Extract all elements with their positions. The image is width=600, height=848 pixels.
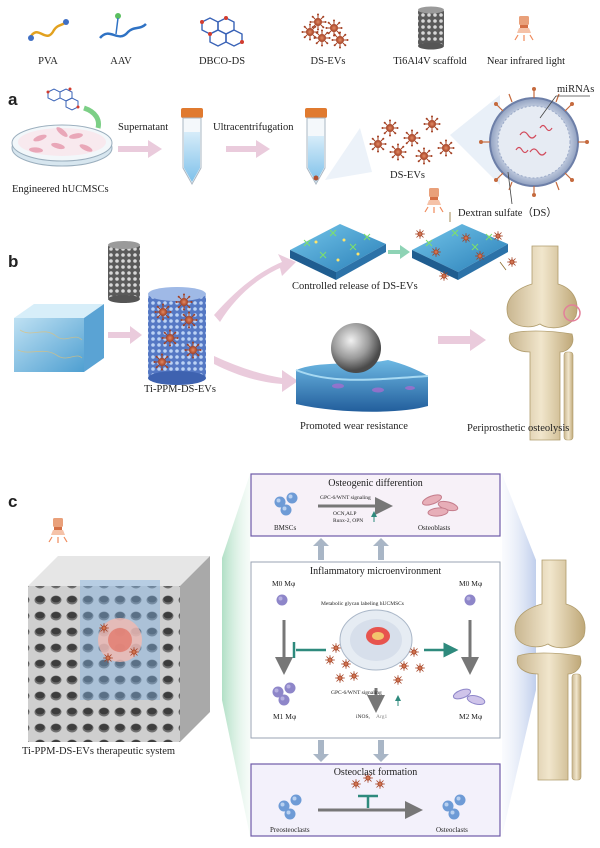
- legend-label-nir: Near infrared light: [486, 56, 566, 67]
- osteogenic-markers-1: OCN,ALP: [333, 511, 357, 517]
- nir-lamp-c: [48, 517, 68, 544]
- knee-joint-c: [514, 559, 586, 781]
- release-arrow: [388, 245, 410, 259]
- uptake-arrow: [83, 105, 101, 129]
- preosteoclasts-label: Preosteoclasts: [270, 826, 310, 834]
- zoom-cone-1: [325, 128, 372, 180]
- inflammatory-pathway: GPC-6/WNT signaling: [331, 690, 382, 696]
- flow-arrow-b2: [438, 329, 486, 351]
- inos-label: iNOS,: [356, 714, 370, 720]
- supernatant-label: Supernatant: [118, 122, 169, 133]
- knee-label: Periprosthetic osteolysis: [467, 423, 570, 434]
- osteoclasts-label: Osteoclasts: [436, 826, 468, 834]
- aav-icon: [99, 13, 147, 39]
- osteogenic-pathway: GPC-6/WNT signaling: [320, 495, 371, 501]
- zoom-fan-left: [222, 474, 250, 836]
- wear-label: Promoted wear resistance: [300, 421, 408, 432]
- ultracentrifuge-tube: [305, 108, 327, 186]
- ds-evs-icon: [301, 13, 349, 49]
- m2-label: M2 Mφ: [459, 712, 483, 721]
- panel-a-letter: a: [8, 90, 18, 109]
- m1-label: M1 Mφ: [273, 712, 297, 721]
- pva-icon: [28, 19, 69, 41]
- ds-evs-cluster: [369, 115, 455, 165]
- knee-joint-b: [506, 245, 581, 441]
- m0-left-label: M0 Mφ: [272, 579, 296, 588]
- legend-label-aav: AAV: [110, 56, 132, 67]
- osteogenic-box: [250, 473, 501, 537]
- legend-label-ds-evs: DS-EVs: [310, 56, 346, 67]
- flow-arrow-b-down: [214, 356, 298, 392]
- m2-cells: [452, 688, 486, 706]
- supernatant-tube: [181, 108, 203, 186]
- scaffold-label: Ti-PPM-DS-EVs: [144, 384, 216, 395]
- mirna-label: miRNAs: [557, 84, 595, 95]
- dbco-molecules: [46, 87, 80, 111]
- system-label: Ti-PPM-DS-EVs therapeutic system: [22, 746, 176, 757]
- petri-dish: [11, 124, 113, 167]
- panel-b-letter: b: [8, 252, 19, 271]
- center-cell-label: Metabolic glycan labeling hUCMSCs: [321, 601, 404, 607]
- legend-label-pva: PVA: [38, 56, 58, 67]
- osteogenic-markers-2: Runx-2, OPN: [333, 518, 364, 524]
- nir-lamp-b: [424, 187, 444, 214]
- connector-arrows-bottom: [313, 740, 389, 762]
- m0-right-cell: [464, 594, 476, 606]
- panel-c-letter: c: [8, 492, 18, 511]
- center-cell: [339, 609, 413, 671]
- wear-resistance-block: [295, 323, 429, 412]
- ds-evs-label: DS-EVs: [390, 170, 426, 181]
- osteoblast-cells: [422, 494, 459, 517]
- ev-zoom: [479, 87, 590, 205]
- zoom-cone-2: [450, 95, 500, 185]
- release-tile-1: [290, 224, 386, 280]
- connector-arrows-top: [313, 538, 389, 560]
- m0-right-label: M0 Mφ: [459, 579, 483, 588]
- inflammatory-title: Inflammatory microenvironment: [309, 566, 442, 577]
- arg-label: Arg1: [376, 714, 388, 720]
- osteogenic-title: Osteogenic differention: [328, 478, 423, 489]
- scaffold-icon: [418, 6, 444, 50]
- osteoblasts-label: Osteoblasts: [418, 524, 451, 532]
- hydrogel-cube: [14, 304, 104, 372]
- release-label: Controlled release of DS-EVs: [292, 281, 418, 292]
- ti-ppm-ds-evs-scaffold: [148, 287, 206, 385]
- legend-label-scaffold: Ti6Al4V scaffold: [393, 56, 467, 67]
- ultracentrifugation-label: Ultracentrifugation: [213, 122, 294, 133]
- flow-arrow-1: [118, 140, 162, 158]
- flow-arrow-b1: [108, 326, 142, 344]
- flow-arrow-b-up: [214, 254, 296, 322]
- nir-lamp-icon: [514, 15, 534, 42]
- titanium-scaffold: [108, 241, 140, 303]
- zoom-fan-right: [502, 474, 536, 836]
- release-tile-2: [412, 212, 518, 282]
- flow-arrow-2: [226, 140, 270, 158]
- bmscs-label: BMSCs: [274, 524, 297, 532]
- dish-label: Engineered hUCMSCs: [12, 184, 109, 195]
- osteoclast-title: Osteoclast formation: [333, 767, 418, 778]
- legend-label-dbco-ds: DBCO-DS: [198, 56, 246, 67]
- ds-label: Dextran sulfate（DS）: [458, 208, 557, 219]
- porous-scaffold-cube: [28, 556, 210, 742]
- m0-left-cell: [276, 594, 288, 606]
- dbco-ds-icon: [200, 16, 244, 47]
